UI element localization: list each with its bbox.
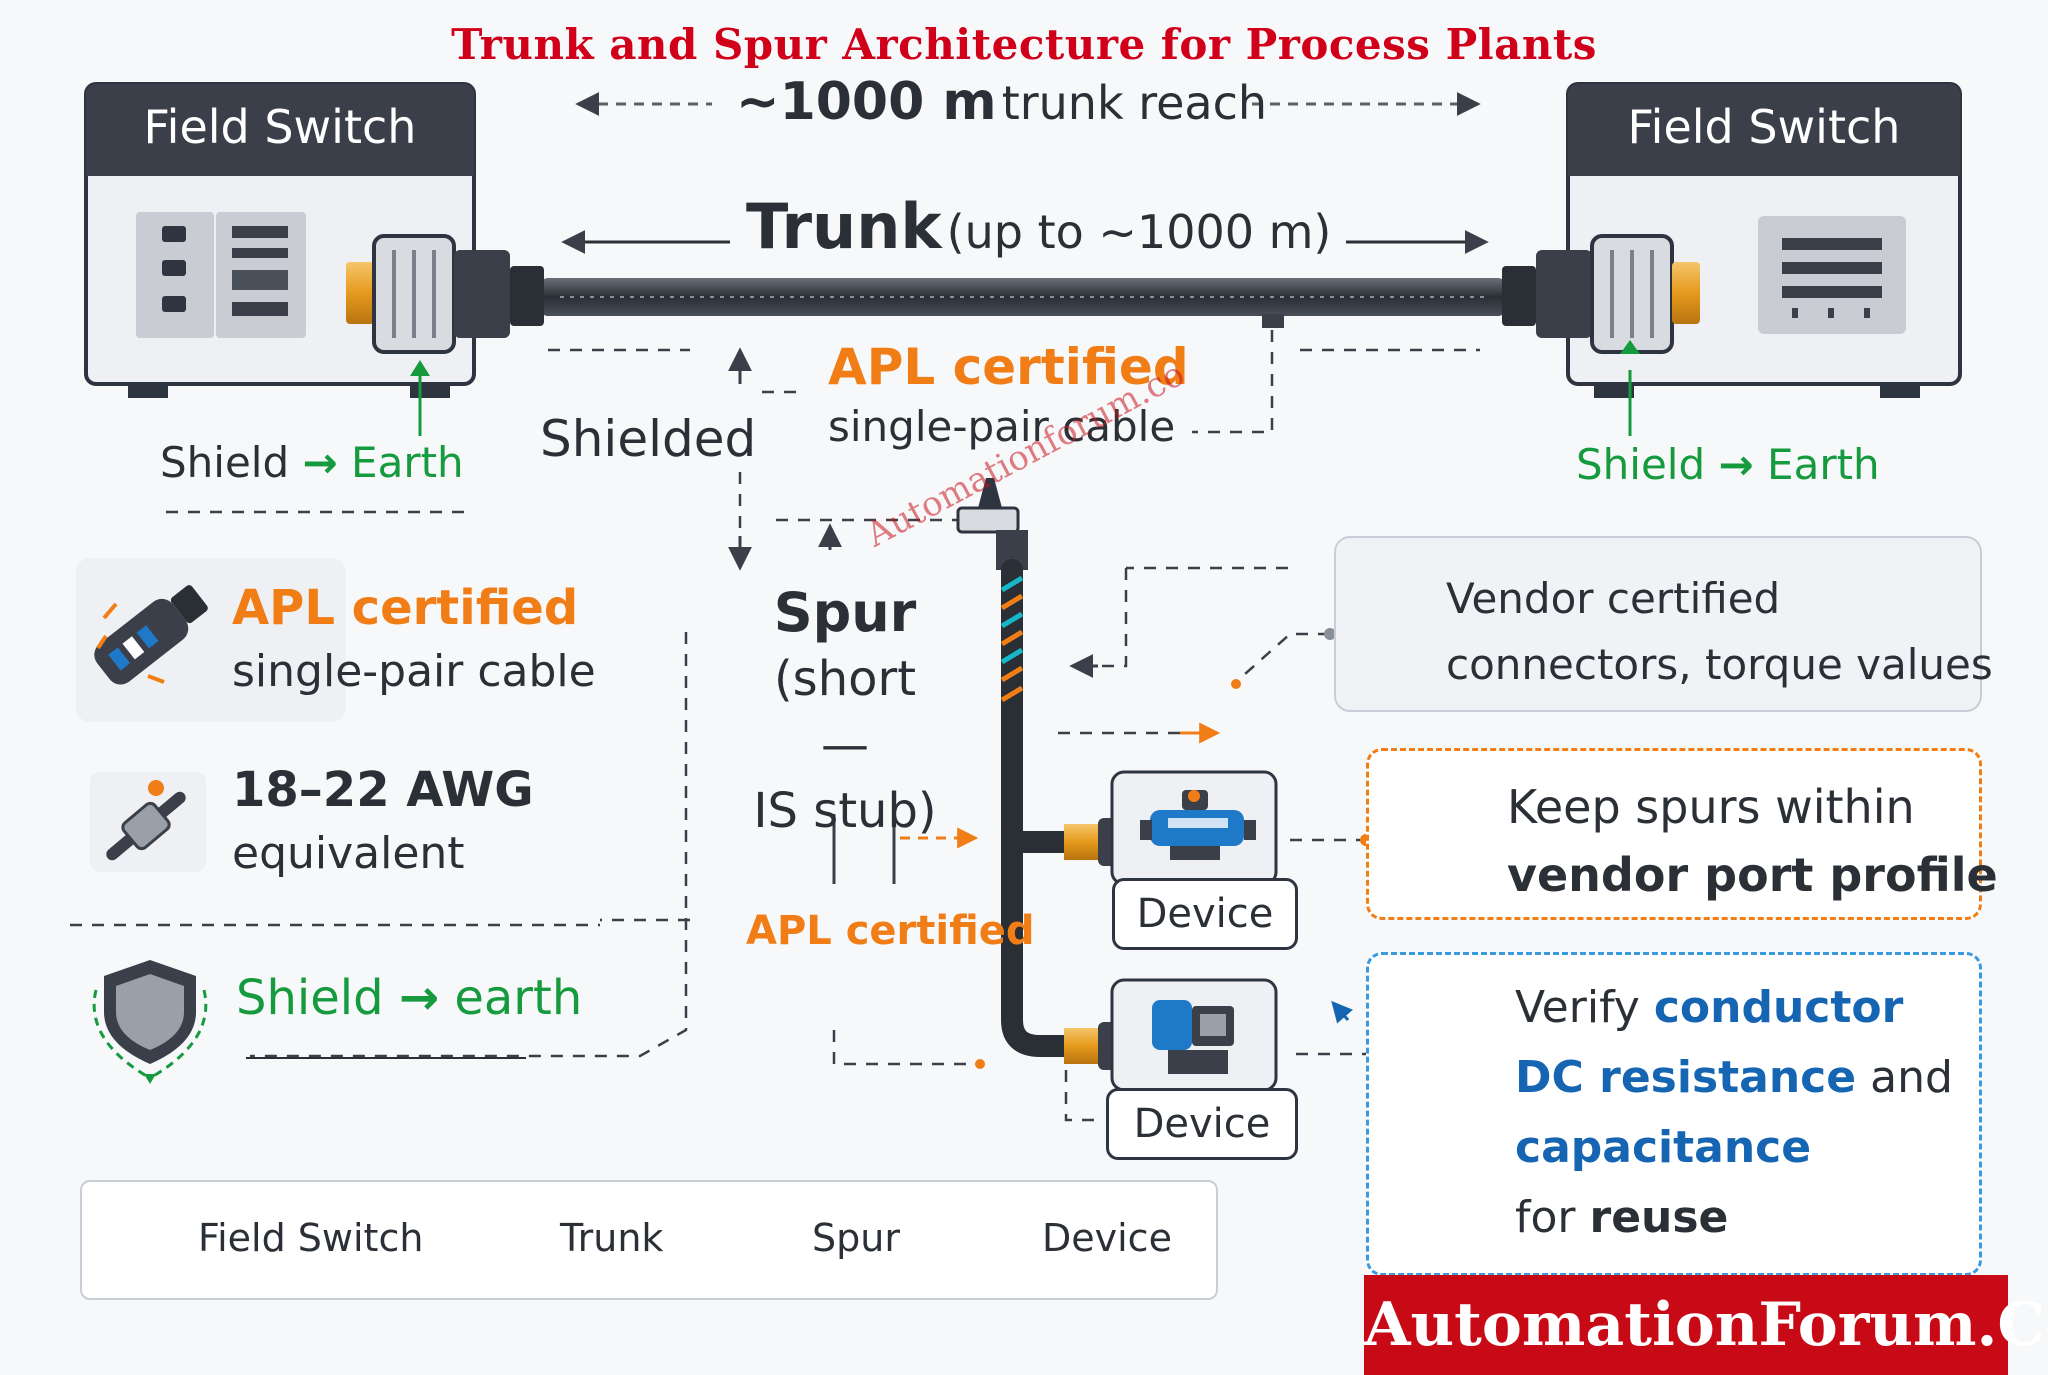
trunk-cable bbox=[540, 278, 1506, 328]
trunk-label: Trunk (up to ~1000 m) bbox=[746, 190, 1331, 263]
left-earth-arrow bbox=[410, 360, 430, 436]
shield-icon bbox=[92, 960, 208, 1084]
verify-word-verify: Verify bbox=[1515, 982, 1640, 1033]
vendor-card-line1: Vendor certified bbox=[1446, 574, 1781, 623]
left-item-awg-line1: 18–22 AWG bbox=[232, 762, 534, 818]
lock-icon bbox=[162, 226, 186, 312]
spurs-card-line2: vendor port profile bbox=[1507, 848, 1998, 902]
left-item-shield-a: Shield bbox=[236, 970, 384, 1026]
left-item-cable-line2: single-pair cable bbox=[232, 646, 596, 697]
spur-label: Spur (short — IS stub) bbox=[750, 580, 940, 844]
legend-field-switch-label: Field Switch bbox=[198, 1216, 424, 1260]
right-shield-earth: Shield → Earth bbox=[1576, 440, 1880, 489]
legend bbox=[80, 1180, 1218, 1300]
verify-word-and: and bbox=[1870, 1052, 1953, 1103]
trunk-reach-value: ~1000 m bbox=[736, 72, 997, 132]
device-2-label: Device bbox=[1106, 1088, 1298, 1160]
verify-word-reuse: reuse bbox=[1589, 1192, 1729, 1243]
vendor-card-line2: connectors, torque values bbox=[1446, 640, 1993, 689]
spurs-card: Keep spurs within vendor port profile bbox=[1366, 748, 1998, 920]
left-item-cable-line1: APL certified bbox=[232, 580, 579, 636]
vendor-card: Vendor certified connectors, torque valu… bbox=[1334, 536, 1993, 712]
spur-label-title: Spur bbox=[773, 581, 917, 644]
verify-word-capacitance: capacitance bbox=[1515, 1122, 1812, 1173]
right-switch-title: Field Switch bbox=[1627, 100, 1901, 154]
right-trunk-connector bbox=[1502, 234, 1700, 354]
legend-trunk-label: Trunk bbox=[560, 1216, 664, 1260]
left-item-shield-b: earth bbox=[454, 970, 583, 1026]
trunk-label-bold: Trunk bbox=[746, 190, 942, 263]
right-earth-text: Earth bbox=[1767, 440, 1880, 489]
spur-stub-bars bbox=[832, 814, 896, 884]
spur-cable bbox=[956, 478, 1126, 1070]
left-shield-text: Shield bbox=[160, 438, 290, 487]
page-title: Trunk and Spur Architecture for Process … bbox=[451, 20, 1597, 69]
verify-word-for: for bbox=[1515, 1192, 1576, 1243]
left-trunk-connector bbox=[346, 234, 544, 354]
left-item-cable: APL certified single-pair cable bbox=[232, 580, 596, 697]
device-1 bbox=[1110, 770, 1278, 886]
spur-label-line2: (short — bbox=[773, 651, 917, 773]
spurs-card-line1: Keep spurs within bbox=[1507, 780, 1915, 834]
left-item-shield: Shield → earth bbox=[236, 970, 582, 1026]
spur-label-line3: IS stub) bbox=[753, 783, 937, 839]
right-earth-arrow bbox=[1620, 340, 1640, 436]
left-shield-arrow: → bbox=[302, 438, 338, 487]
left-switch-title: Field Switch bbox=[143, 100, 417, 154]
left-earth-text: Earth bbox=[351, 438, 464, 487]
device-1-label: Device bbox=[1112, 878, 1298, 950]
guide-arrowheads bbox=[728, 347, 1372, 1069]
guide-lines bbox=[70, 330, 1480, 1224]
verify-word-dc-resistance: DC resistance bbox=[1515, 1052, 1857, 1103]
cable-note-line2: single-pair cable bbox=[828, 402, 1176, 451]
trunk-reach-text: trunk reach bbox=[1001, 76, 1268, 130]
left-item-awg-line2: equivalent bbox=[232, 828, 465, 879]
cable-note-line1: APL certified bbox=[828, 338, 1189, 396]
spur-apl-label: APL certified bbox=[746, 908, 1035, 954]
brand-banner: AutomationForum.Co bbox=[1364, 1275, 2048, 1375]
left-shield-earth: Shield → Earth bbox=[160, 438, 464, 487]
right-shield-text: Shield bbox=[1576, 440, 1706, 489]
cable-plug-icon bbox=[76, 558, 346, 722]
left-item-shield-arrow: → bbox=[398, 970, 440, 1026]
trunk-label-rest: (up to ~1000 m) bbox=[946, 205, 1332, 259]
legend-device-label: Device bbox=[1042, 1216, 1172, 1260]
cable-note: APL certified single-pair cable bbox=[828, 338, 1189, 451]
trunk-reach-label: ~1000 m trunk reach bbox=[736, 72, 1267, 132]
right-shield-arrow: → bbox=[1718, 440, 1754, 489]
legend-spur-label: Spur bbox=[812, 1216, 900, 1260]
device-2 bbox=[1110, 978, 1278, 1092]
verify-card: Verify conductor DC resistance and capac… bbox=[1366, 952, 1982, 1276]
shielded-label: Shielded bbox=[540, 410, 757, 468]
verify-word-conductor: conductor bbox=[1653, 982, 1904, 1033]
left-item-awg: 18–22 AWG equivalent bbox=[232, 762, 534, 879]
wire-gauge-icon bbox=[90, 772, 206, 872]
